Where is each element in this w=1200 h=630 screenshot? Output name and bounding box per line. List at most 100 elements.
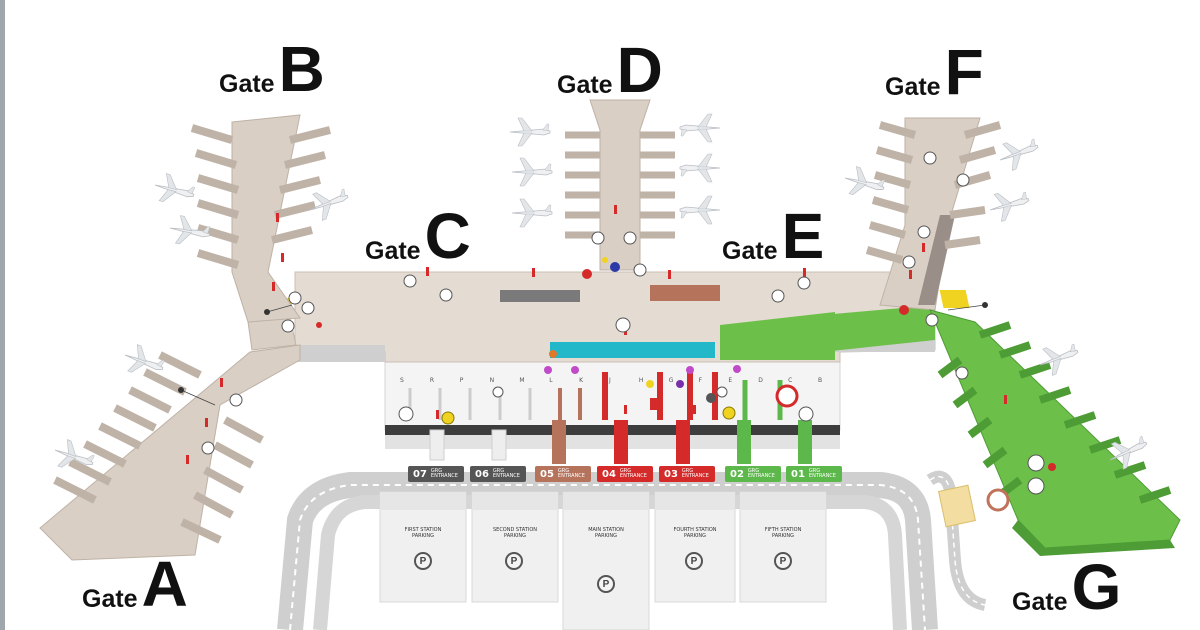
left-edge-strip (0, 0, 5, 630)
check-in-row-letter: J (609, 377, 611, 384)
airplane-icon (1034, 337, 1083, 379)
check-in-row-letter: P (459, 377, 464, 384)
check-in-row-letter: B (818, 377, 823, 384)
airplane-icon (994, 132, 1043, 174)
restroom-icon (426, 267, 429, 276)
restroom-icon (1004, 395, 1007, 404)
airplane-icon (679, 153, 721, 183)
restroom-icon (614, 205, 617, 214)
terminal-building (384, 361, 841, 464)
gate-letter: G (1071, 551, 1122, 623)
gate-label-d: Gate D (557, 38, 663, 102)
special-markers (316, 257, 1056, 512)
airplane-icon (509, 117, 551, 147)
lounge-icon (441, 411, 455, 425)
check-in-row-letter: E (728, 377, 733, 384)
lounge-icon (722, 406, 736, 420)
check-in-row-letter: F (698, 377, 703, 384)
pier-g (929, 309, 1181, 556)
info-icon (492, 386, 504, 398)
airplane-icon (167, 213, 213, 250)
gate-label-f: Gate F (885, 40, 984, 104)
info-icon (798, 406, 814, 422)
purple-dot-marker (686, 366, 694, 374)
restaurant-icon (923, 151, 937, 165)
parking-icon: P (685, 552, 703, 570)
restaurant-icon (281, 319, 295, 333)
pointer-dots (178, 302, 988, 393)
info-icon (716, 386, 728, 398)
gate-letter: A (141, 548, 188, 620)
gate-label-c: Gate C (365, 204, 471, 268)
entrance-number: 03 (664, 468, 678, 480)
parking-icon: P (414, 552, 432, 570)
restaurant-icon (301, 301, 315, 315)
restroom-icon (205, 418, 208, 427)
restaurant-icon (902, 255, 916, 269)
purple-dot-marker (571, 366, 579, 374)
gate-word: Gate (82, 585, 138, 613)
gate-word: Gate (722, 237, 778, 265)
gate-word: Gate (1012, 588, 1068, 616)
restroom-icon (909, 270, 912, 279)
restaurant-icon (229, 393, 243, 407)
check-in-row-letter: L (549, 377, 553, 384)
turkish-airlines-icon (986, 488, 1010, 512)
check-in-row-letter: N (489, 377, 495, 384)
red-dot-marker (582, 269, 592, 279)
purple-dot-marker (676, 380, 684, 388)
check-in-row-letter: M (519, 377, 525, 384)
restroom-icon (281, 253, 284, 262)
entrance-number: 04 (602, 468, 616, 480)
airplane-icon (679, 195, 721, 225)
pier-d (565, 99, 675, 271)
red-dot-marker (1048, 463, 1056, 471)
parking-buildings (379, 491, 827, 630)
entrance-number: 06 (475, 468, 489, 480)
parking-icon: P (774, 552, 792, 570)
restaurant-icon (623, 231, 637, 245)
restaurant-icon (917, 225, 931, 239)
check-in-row-letter: H (638, 377, 644, 384)
parking-icon: P (597, 575, 615, 593)
restaurant-icon (956, 173, 970, 187)
restaurant-icon (633, 263, 647, 277)
gate-label-e: Gate E (722, 204, 824, 268)
restaurant-icon (771, 289, 785, 303)
restroom-icon (186, 455, 189, 464)
gate-label-a: Gate A (82, 552, 188, 616)
restroom-icon (803, 268, 806, 277)
restroom-icon (693, 405, 696, 414)
gate-word: Gate (885, 73, 941, 101)
gate-letter: E (781, 200, 825, 272)
purple-dot-marker (544, 366, 552, 374)
restroom-icon (276, 213, 279, 222)
entrance-number: 01 (791, 468, 805, 480)
airplane-icon (985, 185, 1033, 224)
check-in-row-letter: K (579, 377, 584, 384)
airplane-icon (511, 198, 553, 228)
check-in-row-letter: S (400, 377, 404, 384)
gate-letter: D (616, 34, 663, 106)
restaurant-icon (591, 231, 605, 245)
red-dot-marker (899, 305, 909, 315)
restroom-icon (922, 243, 925, 252)
parking-icon: P (505, 552, 523, 570)
restaurant-icon (1027, 454, 1045, 472)
gate-label-g: Gate G (1012, 555, 1121, 619)
pointer-lines (180, 304, 986, 406)
